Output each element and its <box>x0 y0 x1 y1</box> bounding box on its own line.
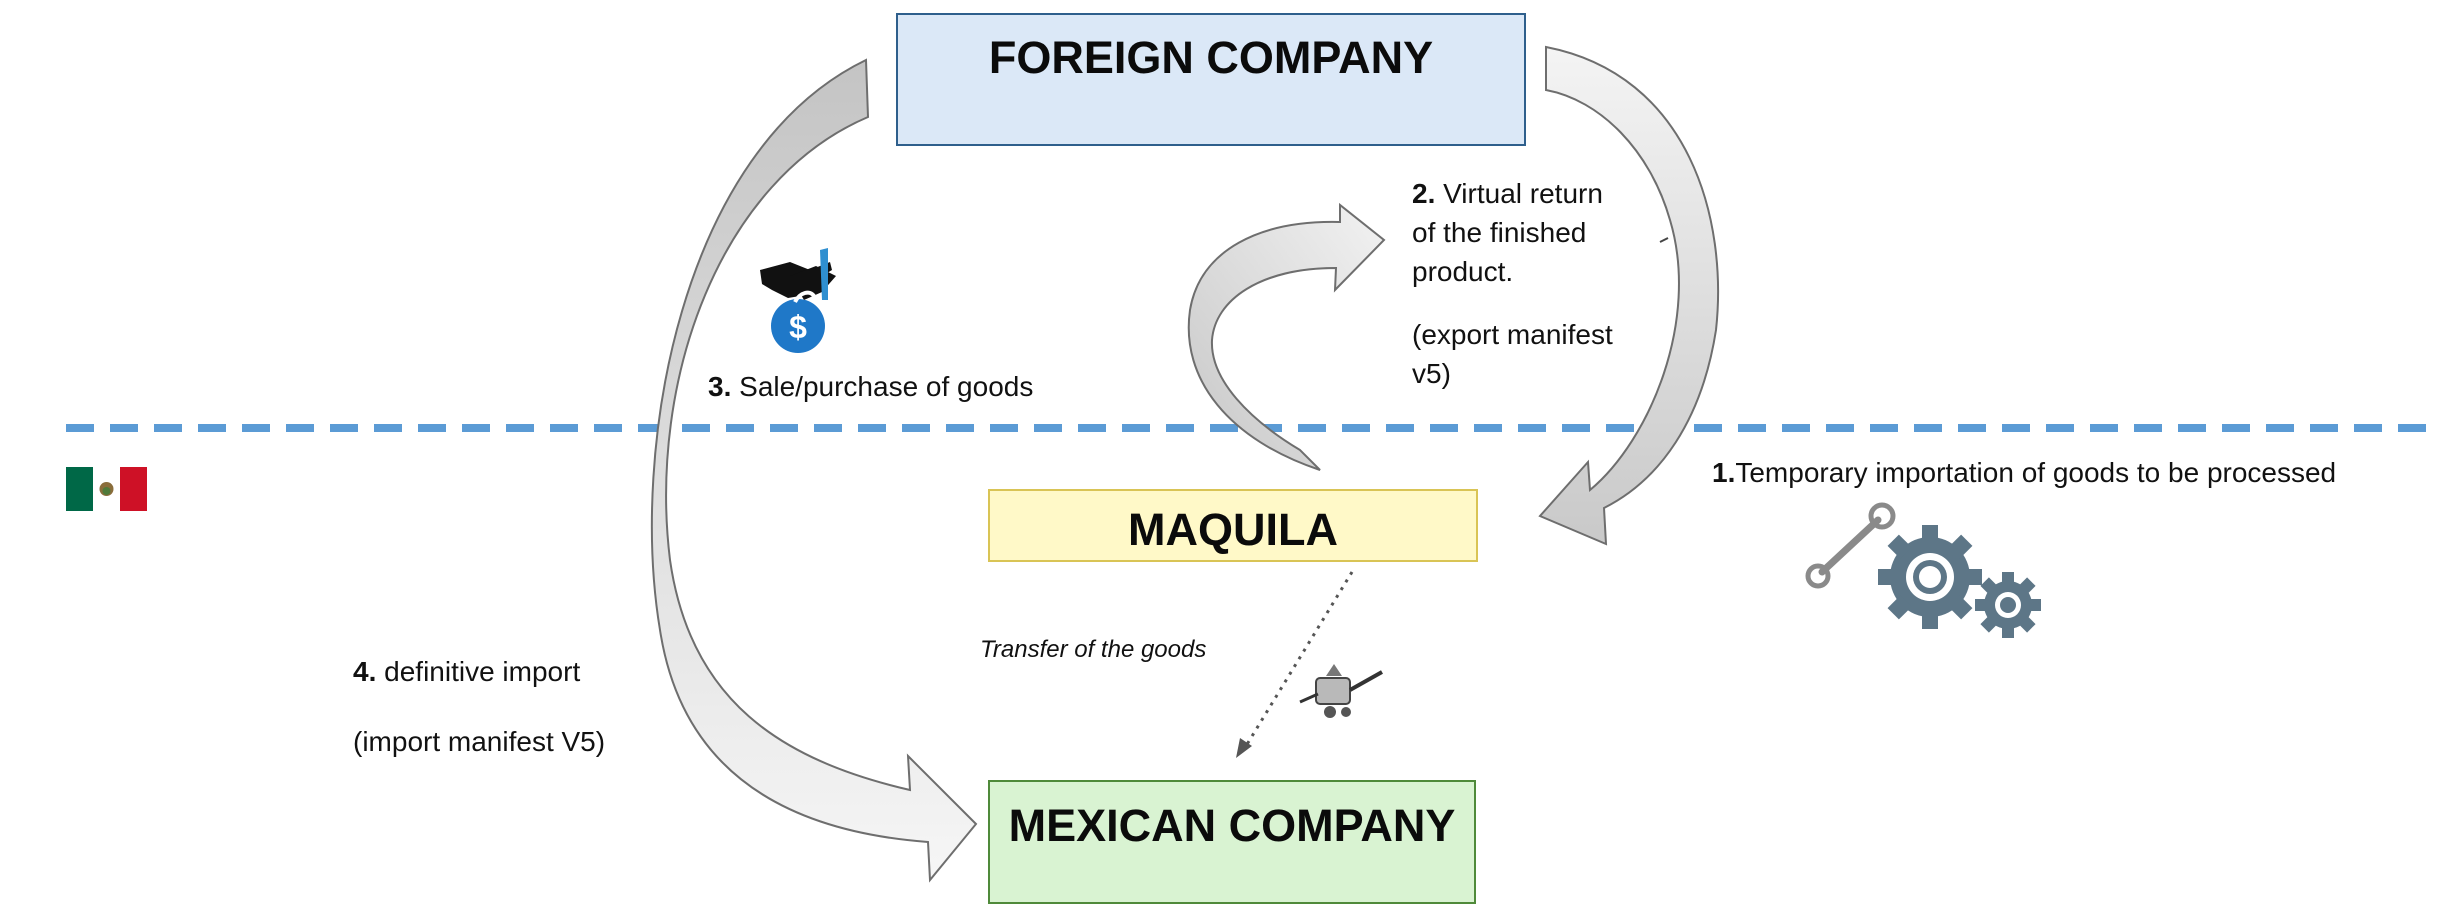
step4-label: 4. definitive import (import manifest V5… <box>353 653 605 761</box>
svg-text:$: $ <box>789 309 807 345</box>
transfer-label: Transfer of the goods <box>980 636 1207 663</box>
handshake-icon <box>760 248 836 300</box>
money-bag-icon: $ <box>771 290 825 353</box>
foreign-company-box: FOREIGN COMPANY <box>896 13 1526 146</box>
mexico-flag-icon <box>66 467 147 511</box>
step3-text: Sale/purchase of goods <box>731 371 1034 402</box>
wrench-gears-icon <box>1805 502 2041 638</box>
transfer-arrowhead <box>1236 738 1252 758</box>
stray-mark <box>1659 237 1669 243</box>
step2-label: 2. Virtual return of the finished produc… <box>1412 174 1613 393</box>
mexican-company-label: MEXICAN COMPANY <box>1008 800 1456 851</box>
step4-paren: (import manifest V5) <box>353 726 606 757</box>
maquila-label: MAQUILA <box>1128 503 1338 555</box>
step4-text: definitive import <box>376 656 581 687</box>
arrow-definitive-import <box>650 58 978 883</box>
arrow-virtual-return <box>1187 202 1386 471</box>
step2-line2: of the finished <box>1412 217 1587 248</box>
machine-part-icon <box>1299 664 1383 718</box>
step2-number: 2. <box>1412 178 1436 209</box>
mexican-company-box: MEXICAN COMPANY <box>988 780 1476 904</box>
step1-text: Temporary importation of goods to be pro… <box>1735 457 2337 488</box>
step3-label: 3. Sale/purchase of goods <box>708 368 1033 406</box>
step2-paren2: v5) <box>1412 358 1451 389</box>
transfer-arrow-line <box>1244 571 1354 747</box>
step2-paren1: (export manifest <box>1412 319 1613 350</box>
step1-label: 1.Temporary importation of goods to be p… <box>1712 454 2336 492</box>
arrow-temporary-import <box>1538 45 1720 546</box>
step1-number: 1. <box>1712 457 1736 488</box>
step4-number: 4. <box>353 656 377 687</box>
foreign-company-label: FOREIGN COMPANY <box>988 32 1434 83</box>
step2-line3: product. <box>1412 256 1514 287</box>
step3-number: 3. <box>708 371 732 402</box>
maquila-box: MAQUILA <box>988 489 1478 562</box>
step2-line1: Virtual return <box>1435 178 1603 209</box>
